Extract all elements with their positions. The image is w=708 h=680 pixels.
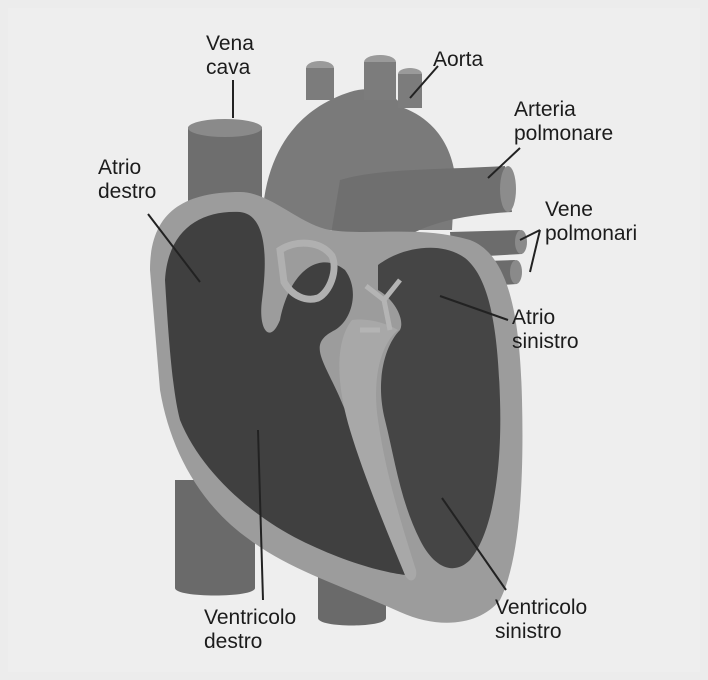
- label-ventricolo-sinistro: Ventricolo sinistro: [495, 596, 587, 644]
- pulmonary-artery-opening: [500, 166, 516, 212]
- label-atrio-sinistro-line1: Atrio: [512, 306, 579, 330]
- label-ventricolo-sinistro-line2: sinistro: [495, 620, 587, 644]
- label-atrio-sinistro-line2: sinistro: [512, 330, 579, 354]
- label-arteria-polmonare-line2: polmonare: [514, 122, 613, 146]
- label-vene-polmonari-line2: polmonari: [545, 222, 637, 246]
- label-ventricolo-sinistro-line1: Ventricolo: [495, 596, 587, 620]
- label-vena-cava-line2: cava: [206, 56, 254, 80]
- label-ventricolo-destro-line2: destro: [204, 630, 296, 654]
- label-vena-cava: Vena cava: [206, 32, 254, 80]
- label-atrio-sinistro: Atrio sinistro: [512, 306, 579, 354]
- label-atrio-destro-line2: destro: [98, 180, 156, 204]
- label-aorta: Aorta: [433, 48, 483, 72]
- vena-cava-top-opening: [188, 119, 262, 137]
- pulmonary-vein-lower-opening: [510, 260, 522, 284]
- label-ventricolo-destro: Ventricolo destro: [204, 606, 296, 654]
- pulmonary-vein-upper-opening: [515, 230, 527, 254]
- label-arteria-polmonare: Arteria polmonare: [514, 98, 613, 146]
- label-vene-polmonari-line1: Vene: [545, 198, 637, 222]
- label-ventricolo-destro-line1: Ventricolo: [204, 606, 296, 630]
- label-atrio-destro-line1: Atrio: [98, 156, 156, 180]
- label-vena-cava-line1: Vena: [206, 32, 254, 56]
- label-vene-polmonari: Vene polmonari: [545, 198, 637, 246]
- label-atrio-destro: Atrio destro: [98, 156, 156, 204]
- aorta-branch-3-body: [398, 74, 422, 108]
- aorta-branch-1-body: [306, 68, 334, 100]
- label-aorta-line1: Aorta: [433, 48, 483, 72]
- aorta-branch-2-body: [364, 62, 396, 100]
- label-arteria-polmonare-line1: Arteria: [514, 98, 613, 122]
